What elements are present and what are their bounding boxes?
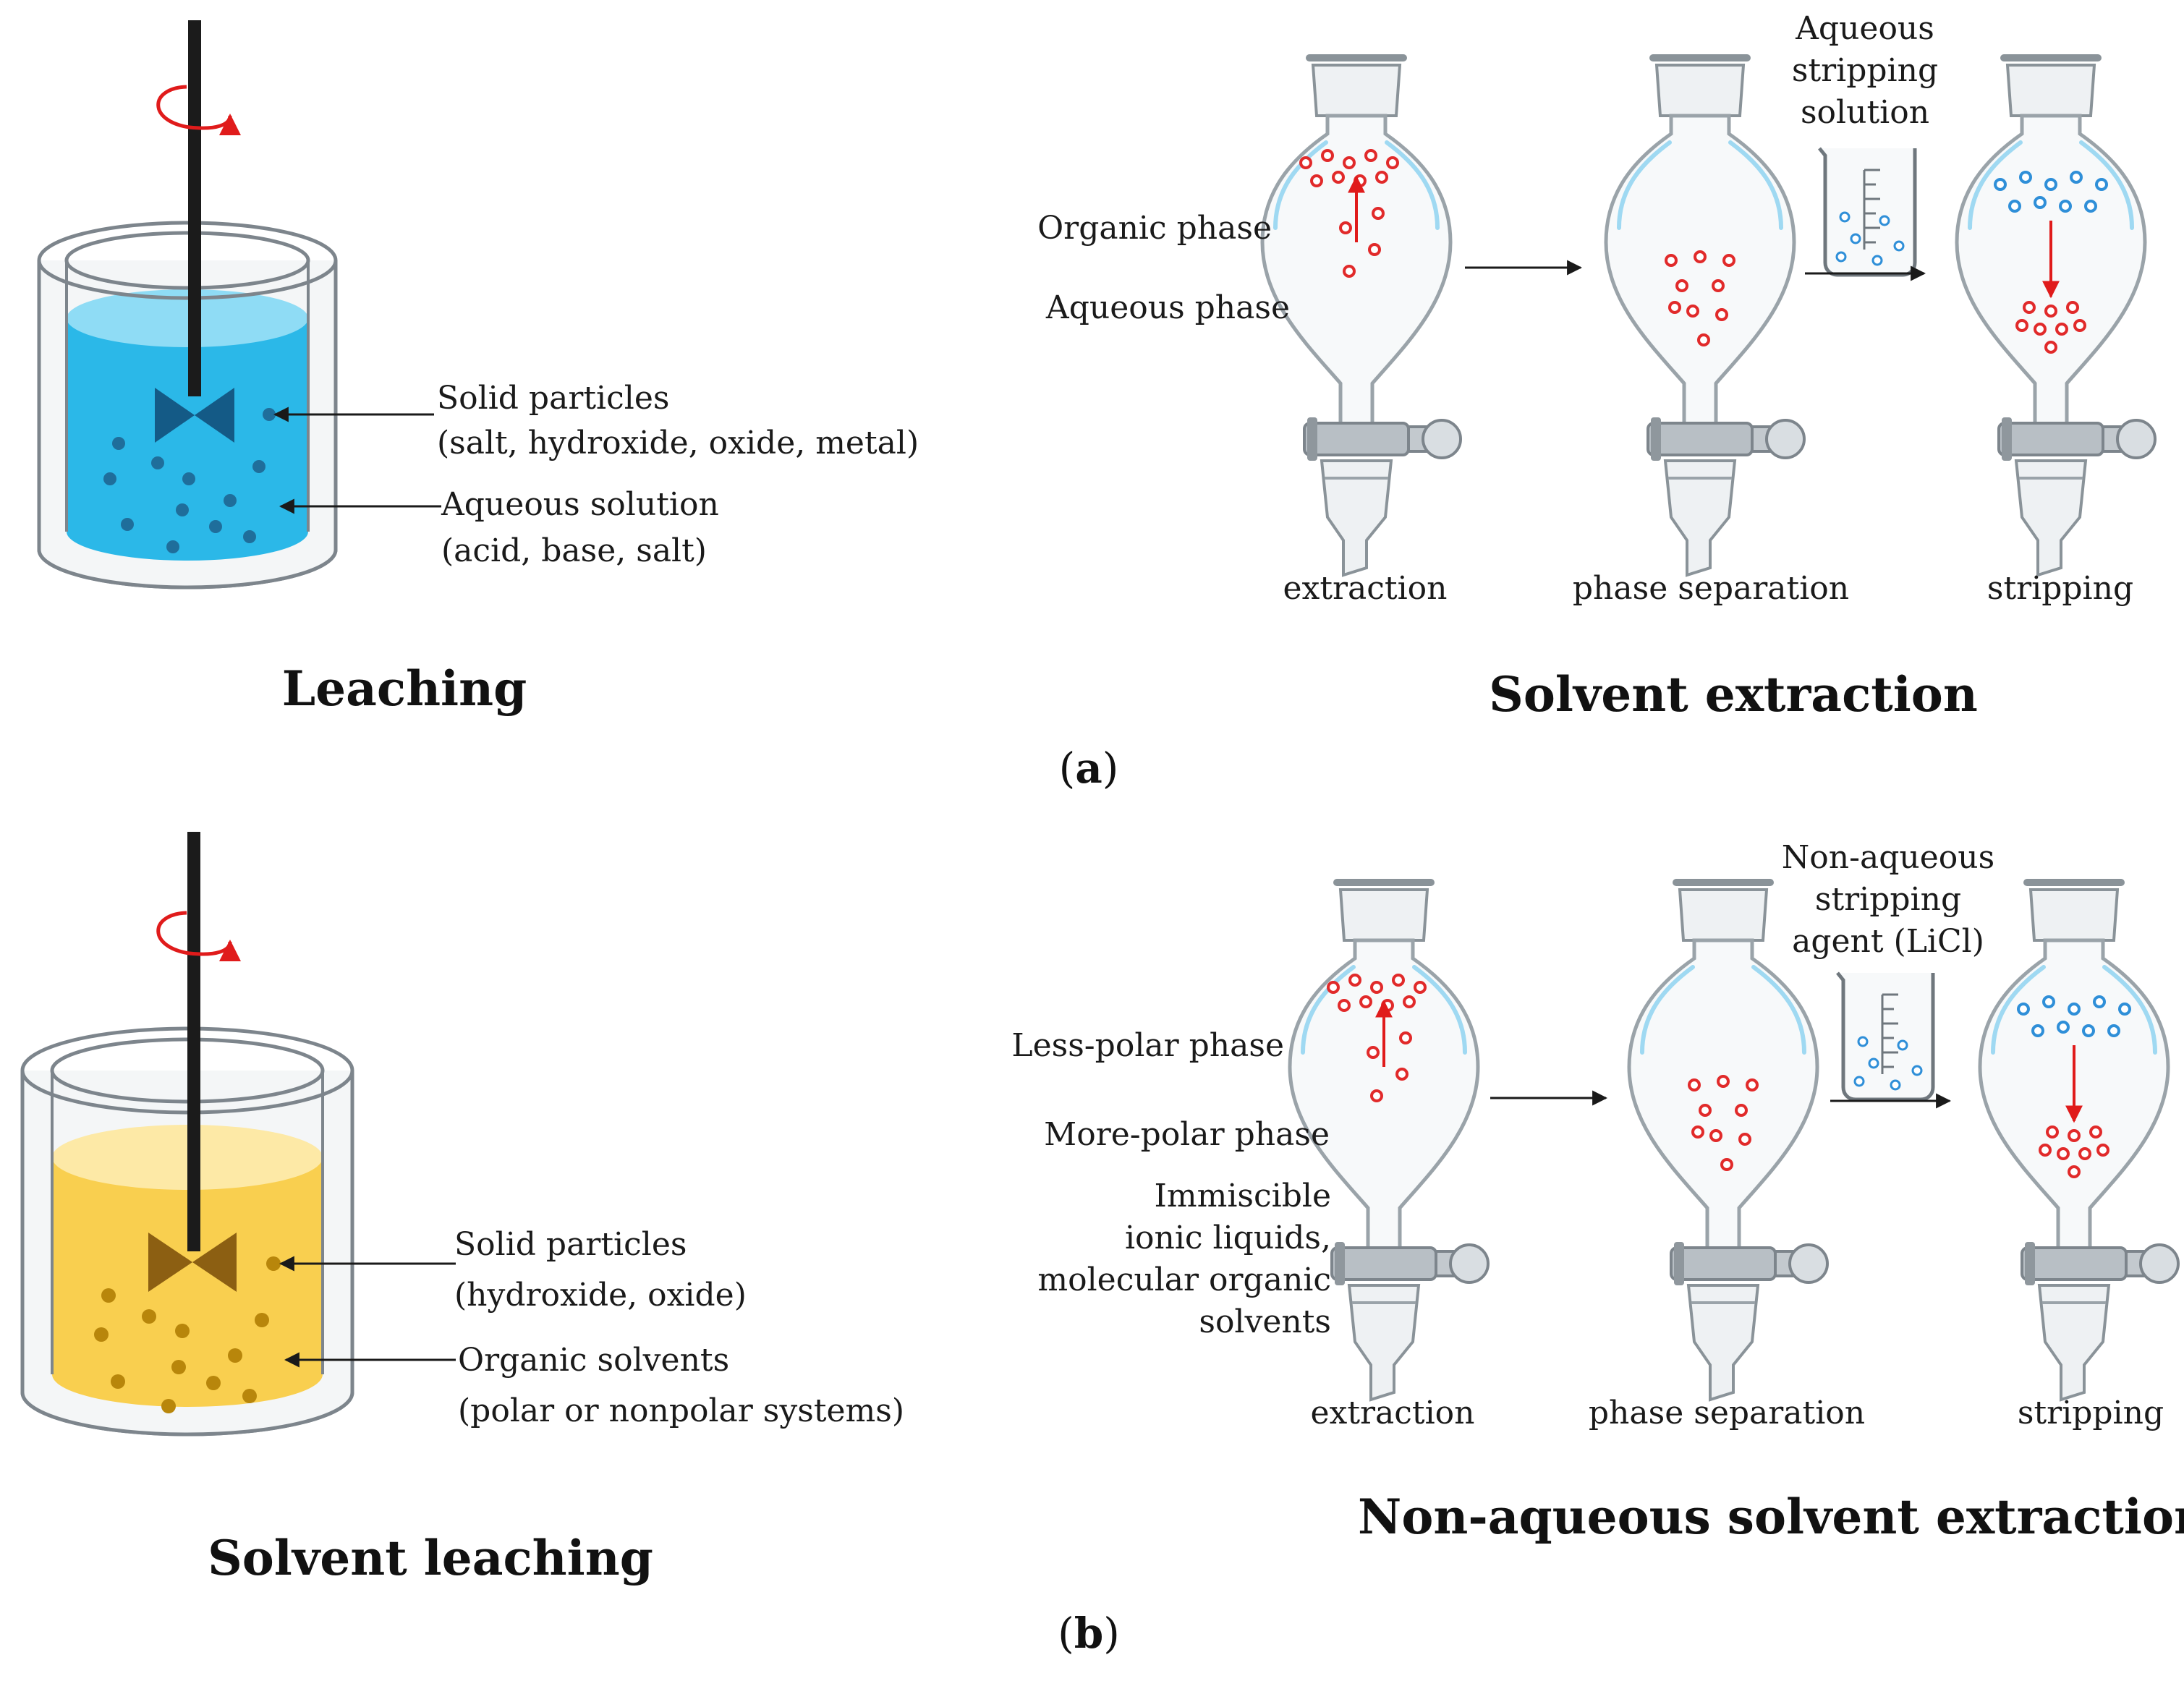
stirrer-shaft-b xyxy=(187,832,200,1251)
impeller-b xyxy=(148,1233,237,1292)
solid-particles-b xyxy=(94,1256,281,1413)
stripping-solution-label-1: Aqueous xyxy=(1795,10,1934,47)
solid-particles-detail-b: (hydroxide, oxide) xyxy=(454,1277,747,1314)
solvent-extraction-title: Solvent extraction xyxy=(1489,666,1978,723)
organic-solvent xyxy=(52,1157,323,1407)
solid-particles xyxy=(103,408,276,553)
step-phase-separation-label-b: phase separation xyxy=(1589,1395,1865,1431)
funnel-extraction-b xyxy=(1290,882,1488,1400)
step-extraction-label: extraction xyxy=(1283,570,1447,607)
solid-particles-label: Solid particles xyxy=(437,380,669,417)
immiscible-label-2: ionic liquids, xyxy=(1125,1220,1331,1256)
stripping-solution-label-3: solution xyxy=(1801,94,1929,131)
non-aqueous-extraction-title: Non-aqueous solvent extraction xyxy=(1358,1489,2184,1545)
stripping-agent-label-2: stripping xyxy=(1815,881,1961,918)
solid-particles-label-b: Solid particles xyxy=(454,1226,687,1263)
panel-label-b: (b) xyxy=(1058,1609,1120,1658)
funnel-stripping-b xyxy=(1980,882,2178,1400)
less-polar-phase-label: Less-polar phase xyxy=(1011,1027,1284,1064)
solution-label-b: Organic solvents xyxy=(458,1342,729,1379)
solution-label: Aqueous solution xyxy=(441,486,719,523)
step-stripping-label: stripping xyxy=(1987,570,2133,607)
rotation-arrow-b xyxy=(156,911,241,962)
organic-phase-label: Organic phase xyxy=(1037,210,1272,247)
panel-label-a: (a) xyxy=(1059,744,1119,793)
funnel-phase-separation xyxy=(1606,58,1804,575)
step-stripping-label-b: stripping xyxy=(2018,1395,2164,1431)
aqueous-solution xyxy=(67,318,308,561)
stirrer-shaft xyxy=(188,20,201,396)
leaching-title: Leaching xyxy=(282,660,527,717)
step-phase-separation-label: phase separation xyxy=(1573,570,1849,607)
leaching-vessel xyxy=(37,20,338,590)
funnel-phase-separation-b xyxy=(1629,882,1827,1400)
rotation-arrow xyxy=(156,85,241,136)
solution-detail-b: (polar or nonpolar systems) xyxy=(458,1392,904,1429)
beaker-non-aqueous-stripping xyxy=(1837,973,1933,1099)
solution-detail: (acid, base, salt) xyxy=(441,532,707,569)
stripping-solution-label-2: stripping xyxy=(1792,52,1938,89)
solvent-leaching-vessel xyxy=(20,832,354,1437)
stripping-agent-label-3: agent (LiCl) xyxy=(1792,923,1984,960)
beaker-aqueous-stripping xyxy=(1819,148,1915,275)
funnel-stripping xyxy=(1957,58,2155,575)
immiscible-label-1: Immiscible xyxy=(1155,1178,1331,1214)
stripping-agent-label-1: Non-aqueous xyxy=(1782,839,1994,876)
funnel-extraction xyxy=(1262,58,1461,575)
aqueous-phase-label: Aqueous phase xyxy=(1045,289,1290,326)
immiscible-label-4: solvents xyxy=(1199,1303,1331,1340)
solid-particles-detail: (salt, hydroxide, oxide, metal) xyxy=(437,425,919,461)
solvent-leaching-title: Solvent leaching xyxy=(208,1530,653,1586)
immiscible-label-3: molecular organic xyxy=(1037,1261,1331,1298)
impeller xyxy=(155,388,234,443)
step-extraction-label-b: extraction xyxy=(1310,1395,1474,1431)
more-polar-phase-label: More-polar phase xyxy=(1044,1116,1330,1153)
